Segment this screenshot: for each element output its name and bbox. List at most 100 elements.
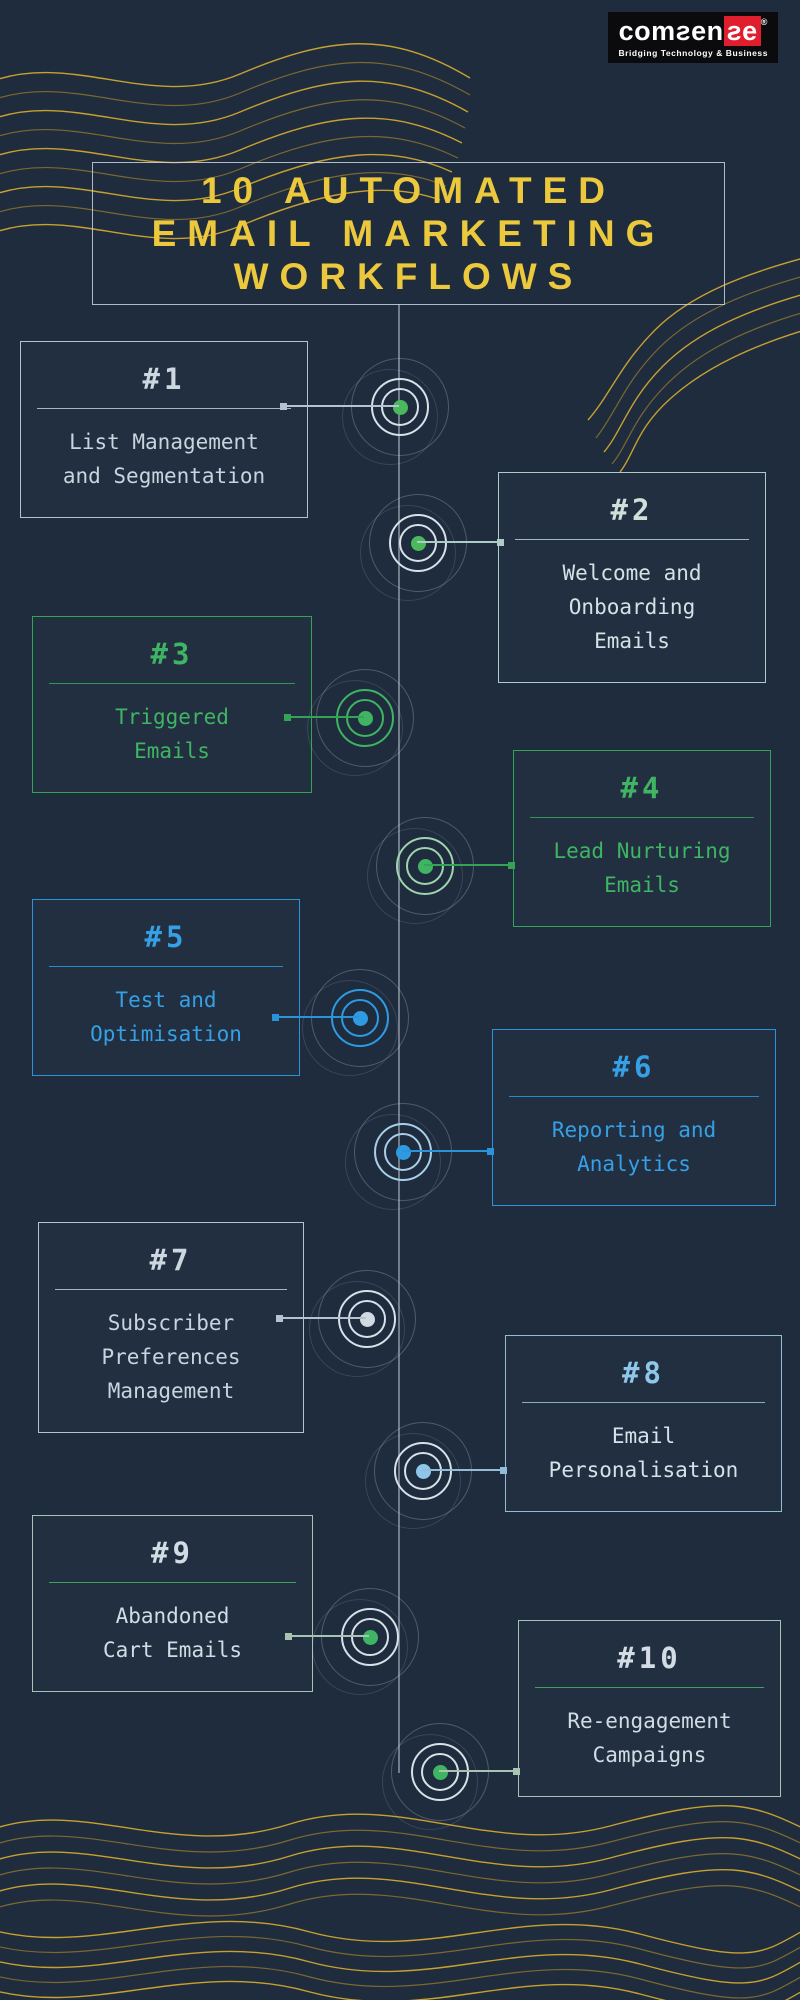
node-dot	[395, 1144, 411, 1160]
connector-line	[402, 1147, 494, 1155]
timeline-node	[342, 358, 449, 465]
title-line-2: EMAIL MARKETING	[151, 213, 666, 254]
workflow-card: #6 Reporting and Analytics	[492, 1029, 776, 1206]
timeline-node	[360, 494, 467, 601]
workflow-number: #7	[149, 1243, 193, 1277]
connector-line	[417, 538, 504, 546]
workflow-divider	[522, 1402, 765, 1403]
logo-brand-highlight: ƨe	[723, 16, 761, 46]
workflow-number: #5	[144, 920, 188, 954]
node-outer-ring	[396, 837, 454, 895]
workflow-divider	[530, 817, 754, 818]
timeline-node	[307, 669, 414, 776]
workflow-label: Email Personalisation	[548, 1424, 739, 1482]
workflow-divider	[515, 539, 749, 540]
workflow-card: #3 Triggered Emails	[32, 616, 312, 793]
node-inner-ring	[346, 699, 384, 737]
workflow-card: #9 Abandoned Cart Emails	[32, 1515, 313, 1692]
workflow-label: Subscriber Preferences Management	[101, 1311, 241, 1403]
logo-registered-mark: ®	[760, 17, 768, 27]
timeline-node	[365, 1422, 472, 1529]
workflow-label: Test and Optimisation	[90, 988, 242, 1046]
node-inner-ring	[381, 388, 419, 426]
node-inner-ring	[399, 524, 437, 562]
node-dot	[417, 858, 433, 874]
timeline-node	[302, 969, 409, 1076]
workflow-divider	[55, 1289, 287, 1290]
waves-bottom	[0, 1805, 800, 2000]
workflow-number: #6	[612, 1050, 656, 1084]
workflow-card: #1 List Management and Segmentation	[20, 341, 308, 518]
workflow-card: #10 Re-engagement Campaigns	[518, 1620, 781, 1797]
node-outer-ring	[338, 1290, 396, 1348]
node-inner-ring	[406, 847, 444, 885]
node-dot	[359, 1311, 375, 1327]
workflow-number: #2	[610, 493, 654, 527]
logo-brand-left: comƨen	[618, 16, 724, 46]
workflow-label: Lead Nurturing Emails	[553, 839, 731, 897]
node-inner-ring	[351, 1618, 389, 1656]
connector-line	[424, 861, 515, 869]
connector-line	[285, 1632, 369, 1640]
node-outer-ring	[411, 1743, 469, 1801]
node-dot	[415, 1463, 431, 1479]
connector-line	[439, 1767, 520, 1775]
workflow-divider	[509, 1096, 759, 1097]
node-outer-ring	[389, 514, 447, 572]
workflow-label: List Management and Segmentation	[62, 430, 266, 488]
workflow-number: #10	[617, 1641, 682, 1675]
workflow-label: Reporting and Analytics	[551, 1118, 717, 1176]
node-dot	[410, 535, 426, 551]
workflow-card: #4 Lead Nurturing Emails	[513, 750, 771, 927]
timeline-node	[382, 1723, 489, 1830]
workflow-label: Triggered Emails	[115, 705, 229, 763]
workflow-card: #8 Email Personalisation	[505, 1335, 782, 1512]
node-dot	[392, 399, 408, 415]
node-outer-ring	[341, 1608, 399, 1666]
connector-line	[284, 713, 364, 721]
node-outer-ring	[394, 1442, 452, 1500]
logo-tagline: Bridging Technology & Business	[618, 48, 768, 58]
node-inner-ring	[341, 999, 379, 1037]
workflow-divider	[49, 683, 295, 684]
node-dot	[432, 1764, 448, 1780]
title-line-3: WORKFLOWS	[233, 256, 584, 297]
node-dot	[357, 710, 373, 726]
workflow-divider	[535, 1687, 764, 1688]
workflow-card: #2 Welcome and Onboarding Emails	[498, 472, 766, 683]
workflow-divider	[49, 966, 283, 967]
workflow-number: #1	[142, 362, 186, 396]
node-outer-ring	[374, 1123, 432, 1181]
workflow-divider	[37, 408, 291, 409]
connector-line	[276, 1314, 366, 1322]
connector-line	[422, 1466, 507, 1474]
timeline-node	[367, 817, 474, 924]
node-inner-ring	[384, 1133, 422, 1171]
workflow-number: #4	[620, 771, 664, 805]
node-dot	[362, 1629, 378, 1645]
timeline-node	[345, 1103, 452, 1210]
node-outer-ring	[336, 689, 394, 747]
node-dot	[352, 1010, 368, 1026]
title-line-1: 10 AUTOMATED	[200, 170, 616, 211]
node-inner-ring	[404, 1452, 442, 1490]
node-outer-ring	[371, 378, 429, 436]
node-outer-ring	[331, 989, 389, 1047]
workflow-number: #9	[151, 1536, 194, 1570]
timeline-node	[309, 1270, 416, 1377]
timeline-node	[312, 1588, 419, 1695]
connector-line	[272, 1013, 359, 1021]
workflow-number: #3	[150, 637, 194, 671]
workflow-label: Welcome and Onboarding Emails	[562, 561, 702, 653]
workflow-label: Abandoned Cart Emails	[102, 1604, 243, 1662]
node-inner-ring	[421, 1753, 459, 1791]
workflow-card: #7 Subscriber Preferences Management	[38, 1222, 304, 1433]
workflow-label: Re-engagement Campaigns	[567, 1709, 732, 1767]
workflow-card: #5 Test and Optimisation	[32, 899, 300, 1076]
connector-line	[280, 402, 399, 410]
node-inner-ring	[348, 1300, 386, 1338]
workflow-number: #8	[622, 1356, 665, 1390]
